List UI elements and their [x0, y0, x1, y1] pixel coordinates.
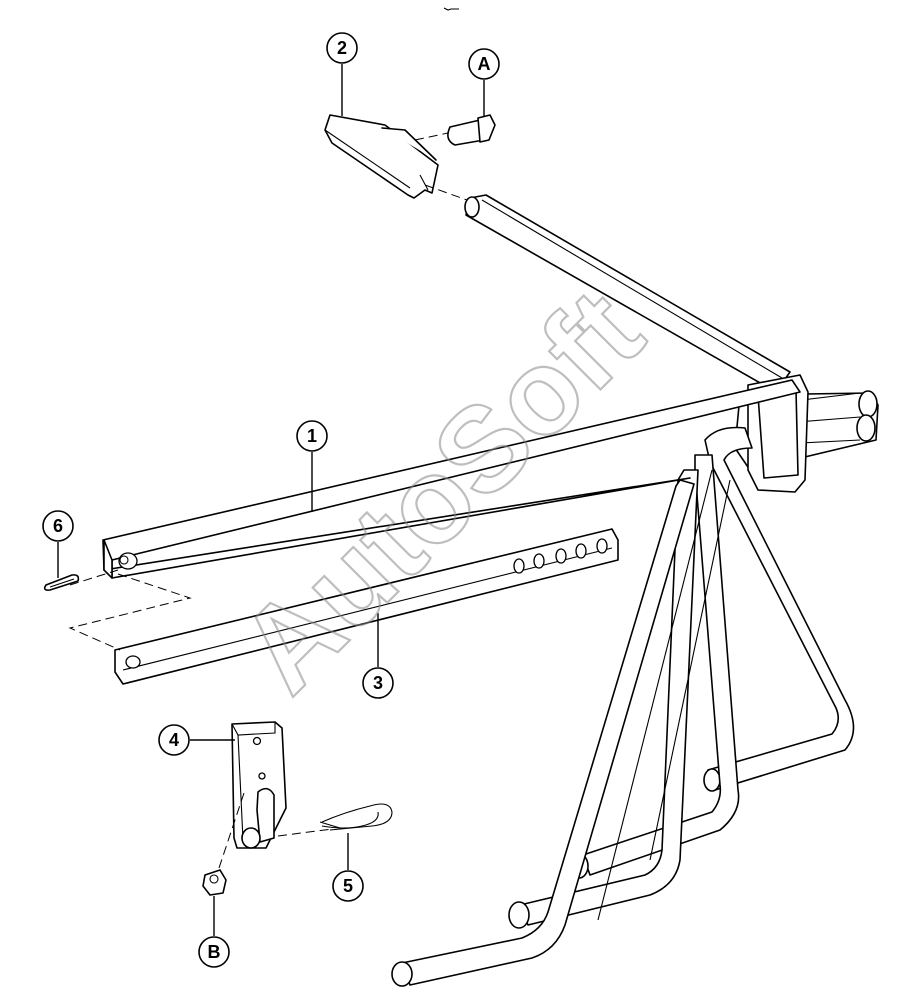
- callout-5: 5: [332, 833, 364, 902]
- part-2-bracket: [324, 114, 439, 199]
- watermark-text: AutoSoft: [215, 265, 668, 718]
- part-5-clip: [319, 803, 393, 831]
- callout-1: 1: [296, 420, 328, 512]
- callout-3: 3: [362, 613, 394, 699]
- part-3-bar: [114, 528, 619, 685]
- callout-1-label: 1: [307, 426, 317, 446]
- part-1-bar: [102, 379, 801, 579]
- callout-4: 4: [158, 724, 235, 756]
- callout-3-label: 3: [373, 673, 383, 693]
- tube-frame: [391, 194, 879, 987]
- callout-b: B: [198, 896, 230, 968]
- callout-a: A: [468, 48, 500, 117]
- fastener-b-nut: [202, 869, 227, 896]
- callout-b-label: B: [208, 942, 221, 962]
- part-4-bracket: [231, 721, 287, 849]
- fastener-a-bolt: [447, 114, 496, 146]
- callout-2: 2: [326, 32, 358, 116]
- callout-5-label: 5: [343, 876, 353, 896]
- callout-6-label: 6: [53, 516, 63, 536]
- callout-2-label: 2: [337, 38, 347, 58]
- part-6-pin: [43, 574, 80, 591]
- top-mark: [443, 7, 459, 11]
- callout-4-label: 4: [169, 730, 179, 750]
- callout-6: 6: [42, 510, 74, 578]
- callout-a-label: A: [478, 54, 491, 74]
